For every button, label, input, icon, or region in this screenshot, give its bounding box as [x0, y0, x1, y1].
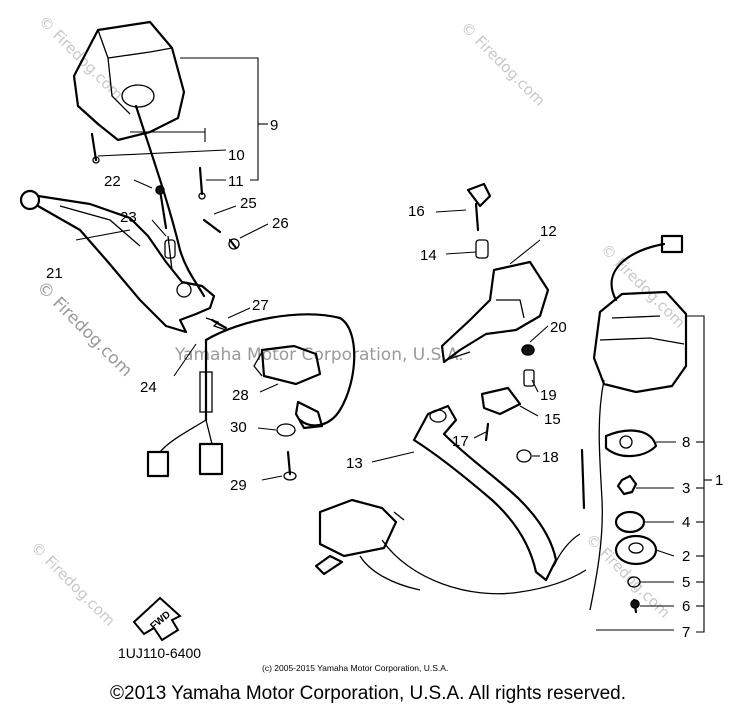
bolt-29-washer-30: [276, 423, 297, 481]
callout-11: 11: [228, 173, 244, 190]
right-switch-housing: [589, 234, 688, 611]
screws-10-11: [90, 132, 206, 200]
callout-25: 25: [240, 195, 257, 212]
leader-lines: [75, 57, 712, 633]
callout-14: 14: [420, 247, 437, 264]
brake-lever-13: [412, 404, 581, 582]
callout-12: 12: [540, 223, 557, 240]
watermark-bottom-left: © Firedog.com: [27, 538, 119, 630]
callout-27: 27: [252, 297, 269, 314]
fwd-label: FWD: [148, 609, 173, 632]
callout-24: 24: [140, 379, 157, 396]
callout-20: 20: [550, 319, 567, 336]
callout-5: 5: [682, 574, 690, 591]
callout-9: 9: [270, 117, 278, 134]
copyright-notice: ©2013 Yamaha Motor Corporation, U.S.A. A…: [110, 683, 626, 704]
brake-lever-assembly: [440, 182, 550, 463]
callout-2: 2: [682, 548, 690, 565]
fwd-arrow: FWD: [132, 596, 182, 642]
left-switch-housing: [72, 20, 206, 298]
callout-10: 10: [228, 147, 245, 164]
watermark-left-side: © Firedog.com: [32, 277, 136, 381]
small-copyright: (c) 2005-2015 Yamaha Motor Corporation, …: [262, 663, 448, 673]
callout-22: 22: [104, 173, 121, 190]
clutch-switch-28: [204, 313, 356, 430]
callout-21: 21: [46, 265, 63, 282]
callout-28: 28: [232, 387, 249, 404]
callout-1: 1: [715, 472, 723, 489]
callout-30: 30: [230, 419, 247, 436]
callout-16: 16: [408, 203, 425, 220]
callout-17: 17: [452, 433, 469, 450]
center-wire-harness: [314, 498, 587, 595]
callout-6: 6: [682, 598, 690, 615]
watermark-center-yamaha: Yamaha Motor Corporation, U.S.A.: [174, 345, 464, 365]
small-fasteners: [155, 185, 240, 331]
parts-diagram: © Firedog.com © Firedog.com © Firedog.co…: [19, 12, 723, 673]
callout-23: 23: [120, 209, 137, 226]
watermark-top-right: © Firedog.com: [457, 18, 549, 110]
callout-7: 7: [682, 624, 690, 641]
callout-3: 3: [682, 480, 690, 497]
callout-19: 19: [540, 387, 557, 404]
callout-8: 8: [682, 434, 690, 451]
callout-29: 29: [230, 477, 247, 494]
callout-4: 4: [682, 514, 690, 531]
callout-13: 13: [346, 455, 363, 472]
callout-18: 18: [542, 449, 559, 466]
diagram-code: 1UJ110-6400: [118, 645, 201, 661]
watermark-group: © Firedog.com © Firedog.com © Firedog.co…: [27, 12, 689, 630]
clutch-lever: [19, 189, 216, 334]
callouts: 9 10 11 22 23 25 26 21 27 24 28 30 29 16…: [46, 117, 723, 641]
callout-26: 26: [272, 215, 289, 232]
left-wire-harness: [146, 338, 224, 478]
callout-15: 15: [544, 411, 561, 428]
